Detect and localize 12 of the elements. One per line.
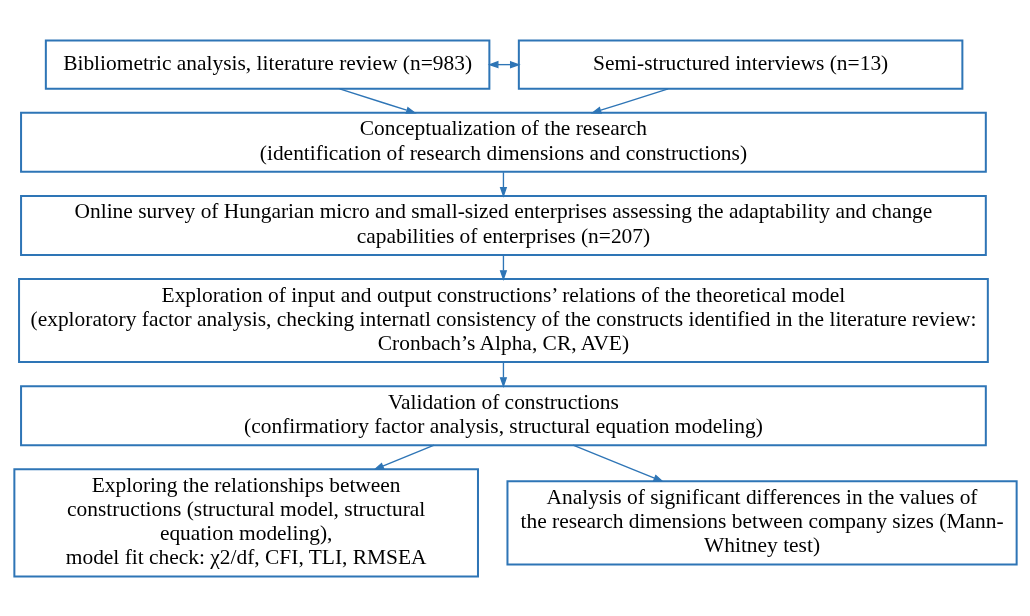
node-box: Exploring the relationships between constructions (structural model, structural equation modeling), model fit check: χ2/df, CFI, TLI, RMSEA (12, 467, 479, 577)
node-box: Conceptualization of the research (identification of research dimensions and constructions) (19, 111, 987, 173)
arrow (372, 444, 435, 470)
arrow (571, 444, 664, 482)
node-box: Exploration of input and output constructions’ relations of the theoretical model (exploratory factor analysis, checking internatl consistency of the constructs identified in the literature review: Cronbach’s Alpha, CR, AVE) (17, 277, 989, 363)
arrow (338, 87, 417, 114)
node-box: Validation of constructions (confirmatiory factor analysis, structural equation modeling) (19, 384, 987, 446)
node-box: Bibliometric analysis, literature review (n=983) (44, 39, 490, 90)
node-box: Online survey of Hungarian micro and small-sized enterprises assessing the adaptability and change capabilities of enterprises (n=207) (19, 194, 987, 256)
arrow (590, 87, 669, 114)
node-box: Semi-structured interviews (n=13) (517, 39, 963, 90)
node-box: Analysis of significant differences in the values of the research dimensions between company sizes (Mann-Whitney test) (505, 479, 1018, 565)
